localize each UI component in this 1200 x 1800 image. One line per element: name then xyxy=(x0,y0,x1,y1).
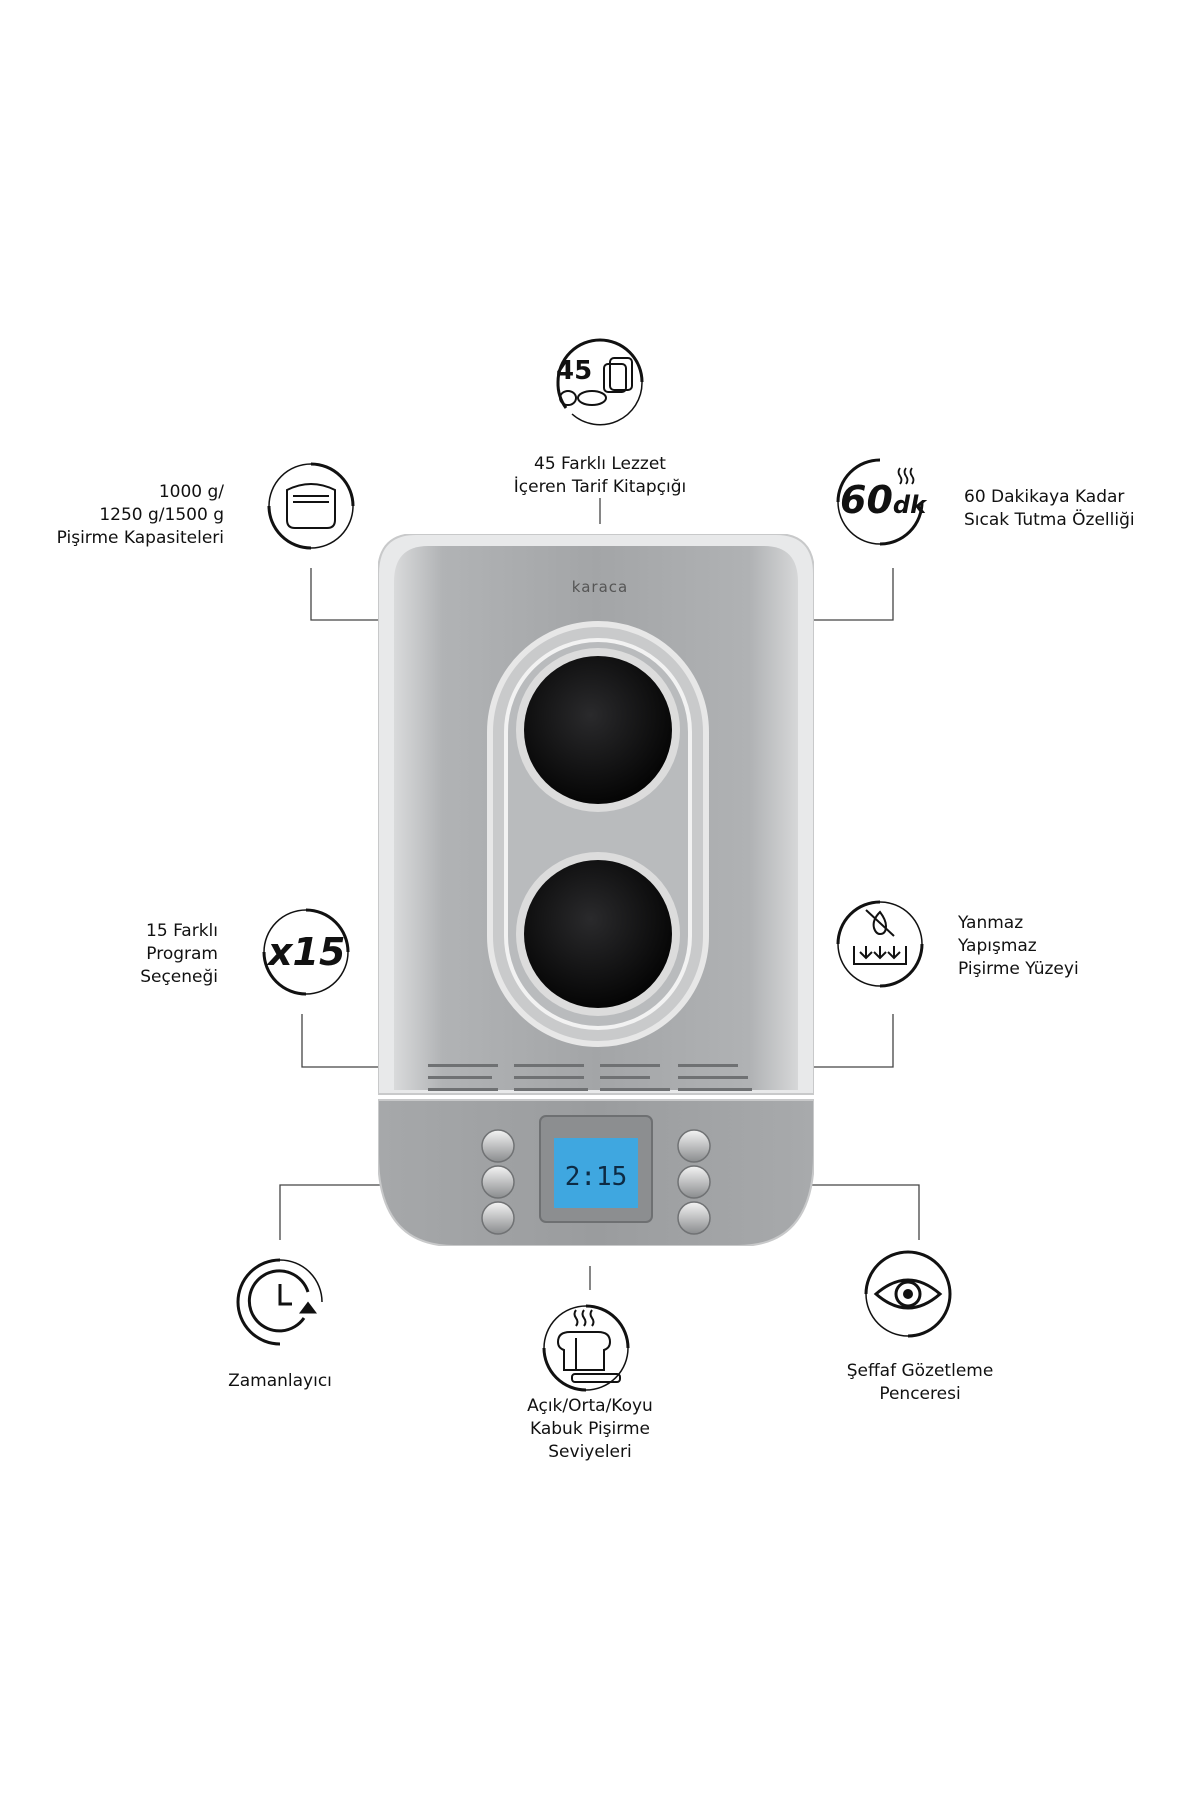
bread-assortment-icon xyxy=(556,338,644,426)
programs-label: 15 Farklı Program Seçeneği xyxy=(40,920,218,989)
nonstick-label-line-1: Yanmaz xyxy=(958,913,1024,933)
nonstick-label-line-3: Pişirme Yüzeyi xyxy=(958,959,1079,979)
crust-label-line-2: Kabuk Pişirme xyxy=(530,1419,650,1439)
eye-icon xyxy=(864,1250,952,1338)
recipes-label: 45 Farklı Lezzet İçeren Tarif Kitapçığı xyxy=(480,453,720,499)
recipes-badge: 45 xyxy=(556,356,593,386)
lcd-time-readout: 2:15 xyxy=(564,1162,628,1192)
no-burn-icon xyxy=(836,900,924,988)
crust-label-line-3: Seviyeleri xyxy=(548,1442,632,1462)
clock-icon xyxy=(236,1258,323,1346)
nonstick-label: Yanmaz Yapışmaz Pişirme Yüzeyi xyxy=(958,912,1158,981)
capacity-label-line-2: 1250 g/1500 g xyxy=(99,505,224,525)
recipes-label-line-2: İçeren Tarif Kitapçığı xyxy=(513,477,687,497)
programs-badge: x15 xyxy=(268,930,346,974)
crust-label-line-1: Açık/Orta/Koyu xyxy=(527,1396,653,1416)
keep-warm-label: 60 Dakikaya Kadar Sıcak Tutma Özelliği xyxy=(964,486,1174,532)
programs-label-line-2: Program xyxy=(146,944,218,964)
window-label: Şeffaf Gözetleme Penceresi xyxy=(800,1360,1040,1406)
keep-warm-badge: 60dk xyxy=(840,478,926,522)
window-label-line-1: Şeffaf Gözetleme xyxy=(846,1361,994,1381)
bread-maker-illustration xyxy=(378,534,814,1246)
recipes-label-line-1: 45 Farklı Lezzet xyxy=(534,454,666,474)
capacity-label-line-1: 1000 g/ xyxy=(158,482,224,502)
keep-warm-label-line-2: Sıcak Tutma Özelliği xyxy=(964,510,1135,530)
keep-warm-badge-number: 60 xyxy=(840,478,893,522)
steam-timer-icon xyxy=(836,458,924,546)
bread-loaf-icon xyxy=(542,1304,630,1392)
timer-label-line-1: Zamanlayıcı xyxy=(228,1371,332,1391)
keep-warm-badge-unit: dk xyxy=(892,491,927,519)
nonstick-label-line-2: Yapışmaz xyxy=(958,936,1037,956)
programs-label-line-1: 15 Farklı xyxy=(146,921,218,941)
crust-label: Açık/Orta/Koyu Kabuk Pişirme Seviyeleri xyxy=(470,1395,710,1464)
capacity-label-line-3: Pişirme Kapasiteleri xyxy=(56,528,224,548)
window-label-line-2: Penceresi xyxy=(879,1384,961,1404)
timer-label: Zamanlayıcı xyxy=(180,1370,380,1393)
programs-label-line-3: Seçeneği xyxy=(140,967,218,987)
capacity-label: 1000 g/ 1250 g/1500 g Pişirme Kapasitele… xyxy=(20,481,224,550)
keep-warm-label-line-1: 60 Dakikaya Kadar xyxy=(964,487,1125,507)
brand-logo: karaca xyxy=(571,578,629,596)
bread-pan-icon xyxy=(267,462,355,550)
multiplier-icon xyxy=(262,908,350,996)
